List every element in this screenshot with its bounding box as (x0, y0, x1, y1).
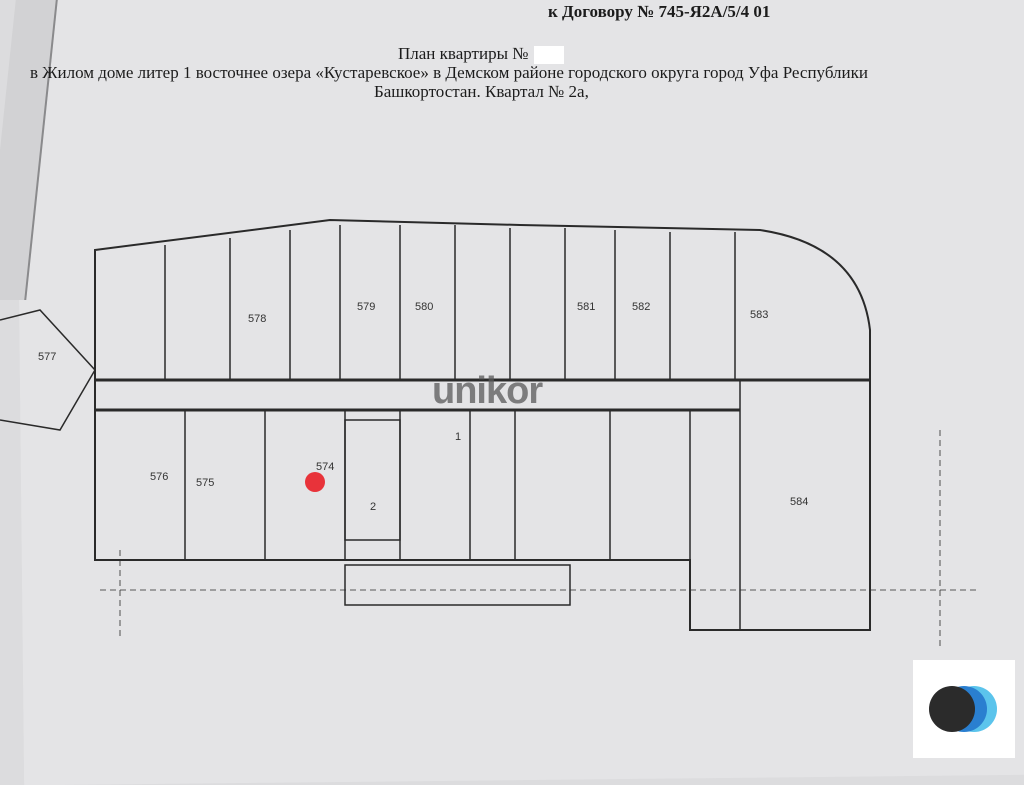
plan-title: План квартиры № (398, 44, 565, 65)
stairwell (344, 419, 401, 541)
plan-title-text: План квартиры № (398, 44, 529, 63)
apartment-number: 581 (577, 301, 595, 313)
apartment-number: 577 (38, 351, 56, 363)
selected-apartment-marker (305, 472, 325, 492)
watermark: unikor (432, 370, 543, 412)
apartment-number: 582 (632, 301, 650, 313)
floor-plan: 577 578 579 580 581 582 583 576 575 574 … (0, 218, 980, 650)
unit-walls (164, 225, 741, 630)
axis-lines (100, 430, 980, 650)
apartment-number: 583 (750, 309, 768, 321)
apartment-number: 584 (790, 496, 808, 508)
apartment-number: 574 (316, 461, 334, 473)
section-mark: 1 (455, 431, 461, 443)
redacted-number (534, 46, 565, 65)
address-line-2: Башкортостан. Квартал № 2а, (374, 82, 589, 101)
logo-circle-dark (929, 686, 975, 732)
balcony (344, 564, 571, 606)
contract-reference: к Договору № 745-Я2А/5/4 01 (548, 2, 771, 21)
apartment-number: 575 (196, 477, 214, 489)
apartment-number: 579 (357, 301, 375, 313)
building-outline (94, 218, 871, 631)
apartment-number: 578 (248, 313, 266, 325)
section-mark: 2 (370, 501, 376, 513)
apartment-number: 580 (415, 301, 433, 313)
apartment-number: 576 (150, 471, 168, 483)
circles-logo (913, 660, 1015, 758)
left-wing (0, 309, 96, 431)
address-line-1: в Жилом доме литер 1 восточнее озера «Ку… (30, 63, 868, 82)
